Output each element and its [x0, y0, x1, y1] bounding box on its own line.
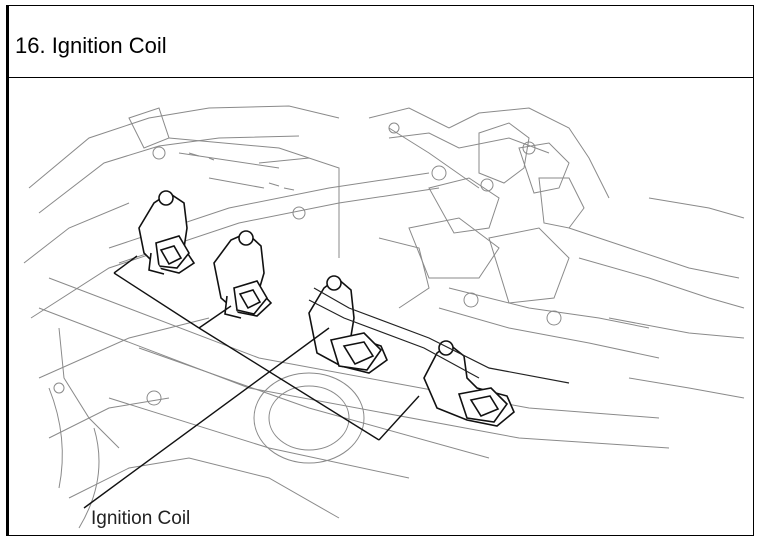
ignition-coil-4 [423, 340, 515, 427]
engine-line-drawing: Ignition Coil [23, 105, 745, 529]
title-bar: 16. Ignition Coil [9, 6, 753, 78]
ignition-coil-callout-label: Ignition Coil [91, 508, 190, 529]
ignition-coil-illustration: Ignition Coil [9, 78, 753, 535]
wiring-harness [308, 287, 570, 384]
ignition-coil-2 [213, 230, 273, 319]
engine-background-lines [23, 105, 745, 529]
callout-leader-lines [83, 255, 420, 509]
page-title: 16. Ignition Coil [15, 33, 167, 58]
ignition-coil-1 [138, 190, 196, 275]
document-frame: 16. Ignition Coil [6, 5, 754, 536]
ignition-coil-3 [308, 275, 388, 374]
